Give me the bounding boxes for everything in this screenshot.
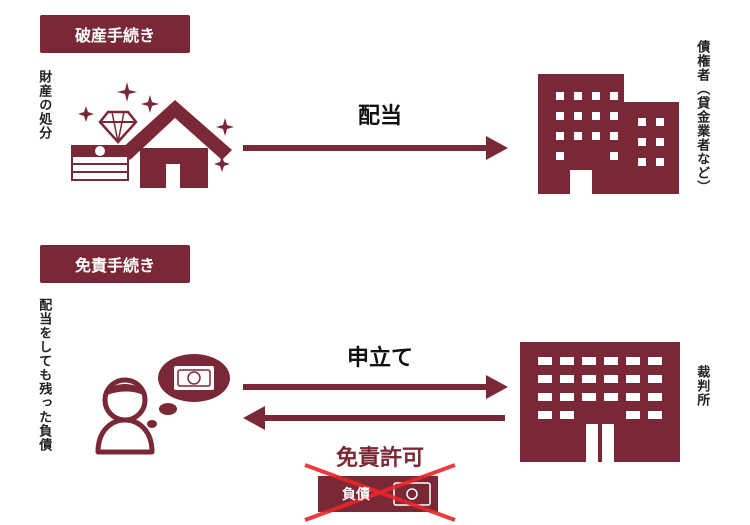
creditor-label: 債権者（貸金業者など） bbox=[694, 40, 710, 194]
remaining-debt-label: 配当をしても残った負債 bbox=[36, 298, 52, 452]
creditor-building-icon bbox=[538, 74, 679, 194]
discharge-arrow bbox=[243, 406, 505, 430]
house-icon bbox=[120, 100, 232, 188]
cash-stack-icon bbox=[71, 145, 129, 181]
diamond-icon bbox=[98, 110, 138, 144]
sparkle-icon bbox=[78, 82, 234, 172]
court-building-icon bbox=[520, 342, 680, 462]
asset-disposal-label: 財産の処分 bbox=[36, 70, 52, 140]
debt-label: 負債 bbox=[342, 487, 370, 503]
discharge-permission-label: 免責許可 bbox=[335, 446, 424, 471]
distribution-label: 配当 bbox=[357, 104, 402, 129]
bankruptcy-title: 破産手続き bbox=[40, 15, 190, 53]
person-icon bbox=[95, 377, 155, 455]
distribution-arrow bbox=[243, 136, 508, 160]
cross-out-icon bbox=[304, 463, 456, 522]
discharge-title: 免責手続き bbox=[40, 245, 190, 283]
thought-bubble-icon bbox=[147, 354, 230, 428]
court-label: 裁判所 bbox=[694, 365, 710, 407]
petition-label: 申立て bbox=[346, 346, 413, 371]
petition-arrow bbox=[243, 375, 508, 399]
